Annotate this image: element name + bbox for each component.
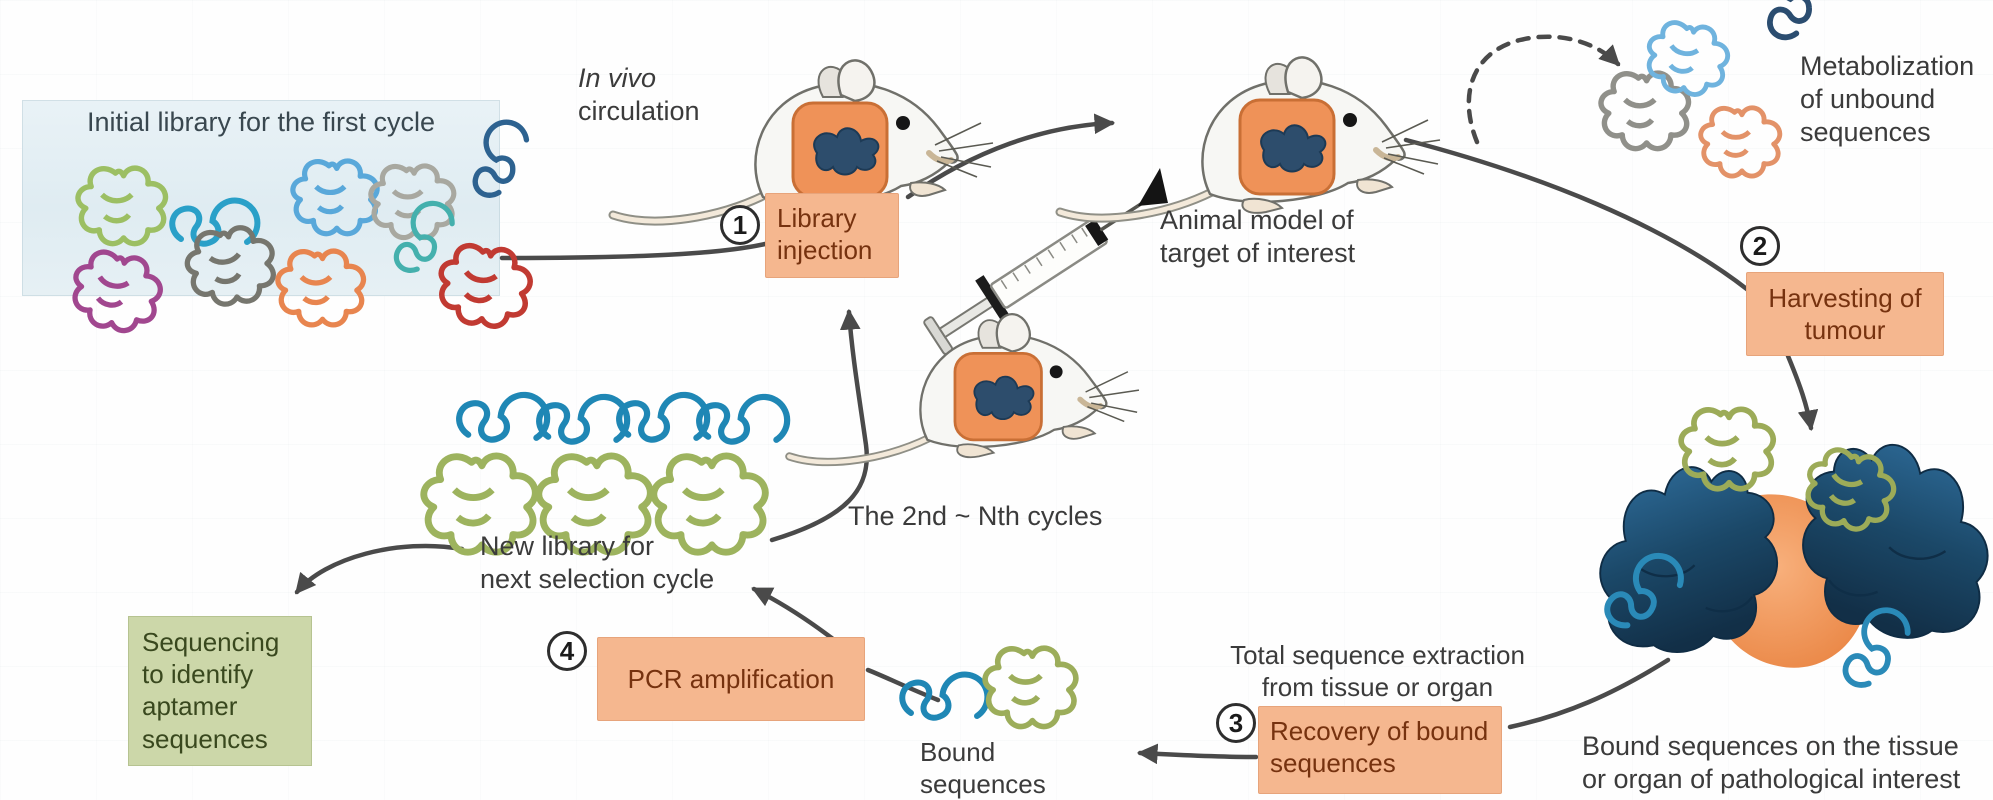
aptamer-squiggle-icon [1601,73,1689,148]
aptamer-squiggle-icon [1701,108,1780,176]
sequencing-label: Sequencing to identify aptamer sequences [142,627,280,754]
flow-arrow-model-to-harvest [1403,137,1751,293]
aptamer-squiggle-icon [985,648,1076,726]
bound-sequences-label: Bound sequences [920,737,1046,800]
syringe-needle-hub [1138,168,1168,206]
bound-tissue-line2: or organ of pathological interest [1582,763,1961,794]
flow-arrow-newlibrary-to-sequencing [294,543,465,595]
circulation-line: circulation [578,95,700,126]
flow-arrow-library-to-injection [499,241,768,261]
unbound-aptamers [1601,0,1826,176]
flow-arrow-harvest-to-tumour [1785,353,1819,432]
total-extraction-label: Total sequence extraction from tissue or… [1205,640,1550,703]
new-library-line1: New library for [480,531,655,561]
step-4-number: 4 [547,631,587,671]
bound-tissue-label: Bound sequences on the tissue or organ o… [1582,730,1960,796]
aptamer-squiggle-icon [1642,18,1732,99]
flow-arrow-recovery-to-bound [1136,743,1259,765]
metabolization-line2: of unbound [1800,83,1936,114]
animal-model-label: Animal model of target of interest [1160,204,1355,270]
step-3-box-recovery: Recovery of bound sequences [1258,706,1502,794]
step-3-label: Recovery of bound sequences [1270,716,1489,779]
step-2-number: 2 [1740,226,1780,266]
aptamer-squiggle-icon [1596,547,1689,635]
new-library-line2: next selection cycle [480,563,715,594]
step-2-label: Harvesting of tumour [1768,282,1922,345]
new-library-aptamers [424,395,787,552]
total-extraction-line2: from tissue or organ [1261,671,1494,702]
step-2-box-harvesting: Harvesting of tumour [1746,272,1944,356]
sequencing-box: Sequencing to identify aptamer sequences [128,616,312,766]
nth-cycles-label: The 2nd ~ Nth cycles [848,501,1103,531]
syringe-icon [918,175,1165,362]
aptamer-squiggle-icon [459,395,547,440]
dashed-flow-arrow-metabolization [1466,34,1621,145]
aptamer-squiggle-icon [1833,602,1914,693]
tumour-target-icon [1596,409,1989,693]
metabolization-line1: Metabolization [1800,51,1975,81]
step-1-label: Library injection [777,203,873,266]
bound-line2: sequences [920,768,1046,799]
flow-arrow-pcr-to-newlibrary [751,586,836,642]
aptamer-squiggle-icon [1758,0,1825,43]
animal-model-line1: Animal model of [1160,205,1354,235]
metabolization-line3: sequences [1800,116,1931,147]
tissue-lobe [1599,465,1779,654]
step-1-box-library-injection: Library injection [765,193,899,278]
bound-line1: Bound [920,737,996,767]
flow-arrow-injection-to-model [905,113,1116,200]
step-3-number: 3 [1216,703,1256,743]
step-1-number: 1 [720,205,760,245]
aptamer-squiggle-icon [902,675,987,718]
aptamer-squiggle-icon [1681,409,1773,488]
animal-model-line2: target of interest [1160,237,1356,268]
mouse-icon [1060,57,1440,218]
tissue-lobe [1801,443,1989,640]
mouse-icon [789,314,1139,462]
new-library-label: New library for next selection cycle [480,530,714,596]
total-extraction-line1: Total sequence extraction [1230,640,1525,670]
tumour-orange-core [1701,494,1869,668]
flow-arrow-bound-to-pcr [865,667,941,703]
in-vivo-line: In vivo [578,63,657,93]
bound-tissue-line1: Bound sequences on the tissue [1582,731,1959,761]
step-4-label: PCR amplification [627,663,835,694]
aptamer-squiggle-icon [619,395,707,440]
aptamer-squiggle-icon [1799,444,1900,536]
aptamer-squiggle-icon [699,397,787,442]
metabolization-label: Metabolization of unbound sequences [1800,50,1974,149]
in-vivo-circulation-label: In vivo circulation [578,62,700,128]
initial-library-title: Initial library for the first cycle [86,107,436,137]
aptamer-squiggle-icon [539,397,627,442]
bound-aptamers [902,648,1076,726]
step-4-box-pcr: PCR amplification [597,637,865,721]
